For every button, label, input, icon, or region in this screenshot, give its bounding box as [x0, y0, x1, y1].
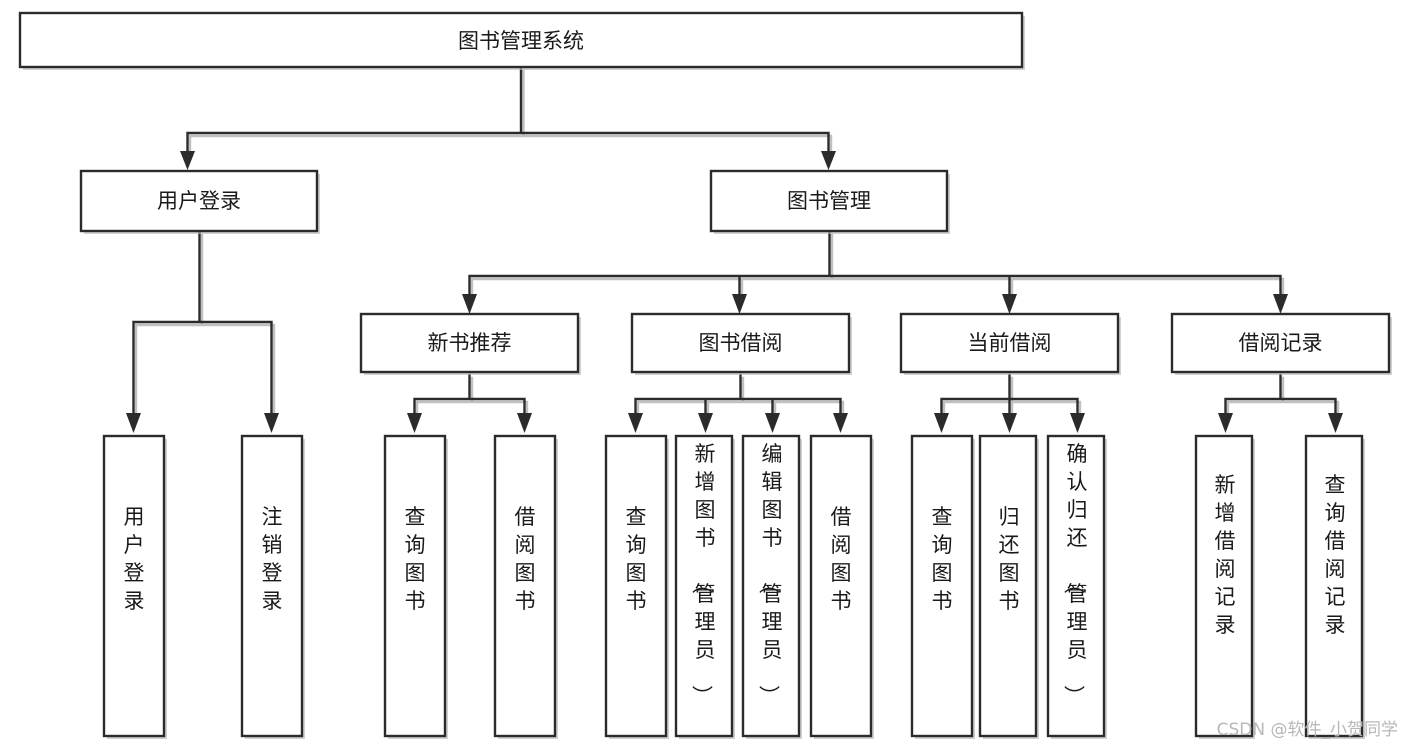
leaf-query-book-3[interactable]: 查询图书 — [910, 434, 975, 739]
leaf-query-record-label: 查询借阅记录 — [1325, 473, 1346, 637]
node-borrow-record-label: 借阅记录 — [1239, 331, 1323, 355]
leaf-borrow-book-2[interactable]: 借阅图书 — [809, 434, 874, 739]
leaf-query-book-1[interactable]: 查询图书 — [383, 434, 448, 739]
leaf-edit-book-label: 编辑图书（管理员） — [757, 442, 783, 706]
node-user-login-label: 用户登录 — [157, 189, 241, 213]
node-borrow-record[interactable]: 借阅记录 — [1170, 312, 1392, 375]
csdn-watermark: CSDN @软件_小贺同学 — [1217, 720, 1398, 740]
node-book-borrow-label: 图书借阅 — [699, 331, 783, 355]
leaf-logout[interactable]: 注销登录 — [240, 434, 305, 739]
leaf-query-book-2-label: 查询图书 — [626, 505, 647, 613]
node-book-manage[interactable]: 图书管理 — [709, 169, 950, 234]
connector-newbook-to-leaves — [407, 373, 532, 433]
node-user-login[interactable]: 用户登录 — [79, 169, 320, 234]
connector-layer — [126, 66, 1343, 433]
leaf-add-record[interactable]: 新增借阅记录 — [1194, 434, 1255, 739]
leaf-confirm-return-label: 确认归还（管理员） — [1062, 442, 1088, 706]
leaf-borrow-book-1-label: 借阅图书 — [515, 505, 536, 613]
leaf-add-book-label: 新增图书（管理员） — [690, 442, 716, 706]
leaf-query-book-1-label: 查询图书 — [405, 505, 426, 613]
leaf-query-record[interactable]: 查询借阅记录 — [1304, 434, 1365, 739]
leaf-confirm-return[interactable]: 确认归还（管理员） — [1046, 434, 1107, 739]
connector-userlogin-to-leaves — [126, 230, 279, 433]
node-root-label: 图书管理系统 — [458, 29, 584, 53]
leaf-return-book-label: 归还图书 — [999, 505, 1020, 613]
connector-borrowrecord-to-leaves — [1218, 373, 1343, 433]
leaf-user-login[interactable]: 用户登录 — [102, 434, 167, 739]
node-current-borrow-label: 当前借阅 — [968, 331, 1052, 355]
connector-bookborrow-to-leaves — [628, 373, 848, 433]
leaf-logout-label: 注销登录 — [262, 505, 283, 613]
leaf-borrow-book-2-label: 借阅图书 — [831, 505, 852, 613]
leaf-query-book-2[interactable]: 查询图书 — [604, 434, 669, 739]
node-book-borrow[interactable]: 图书借阅 — [630, 312, 852, 375]
node-new-book-recommend-label: 新书推荐 — [428, 331, 512, 355]
leaf-query-book-3-label: 查询图书 — [932, 505, 953, 613]
leaf-add-book[interactable]: 新增图书（管理员） — [674, 434, 735, 739]
leaf-edit-book[interactable]: 编辑图书（管理员） — [741, 434, 802, 739]
leaf-borrow-book-1[interactable]: 借阅图书 — [493, 434, 558, 739]
connector-root-to-level2 — [180, 66, 836, 170]
node-book-manage-label: 图书管理 — [787, 189, 871, 213]
leaf-add-record-label: 新增借阅记录 — [1215, 473, 1236, 637]
node-root[interactable]: 图书管理系统 — [18, 11, 1025, 70]
connector-currentborrow-to-leaves — [934, 373, 1085, 433]
connector-bookmanage-to-level3 — [462, 230, 1288, 314]
node-new-book-recommend[interactable]: 新书推荐 — [359, 312, 581, 375]
node-current-borrow[interactable]: 当前借阅 — [899, 312, 1121, 375]
leaf-user-login-label: 用户登录 — [124, 505, 145, 613]
leaf-return-book[interactable]: 归还图书 — [978, 434, 1039, 739]
